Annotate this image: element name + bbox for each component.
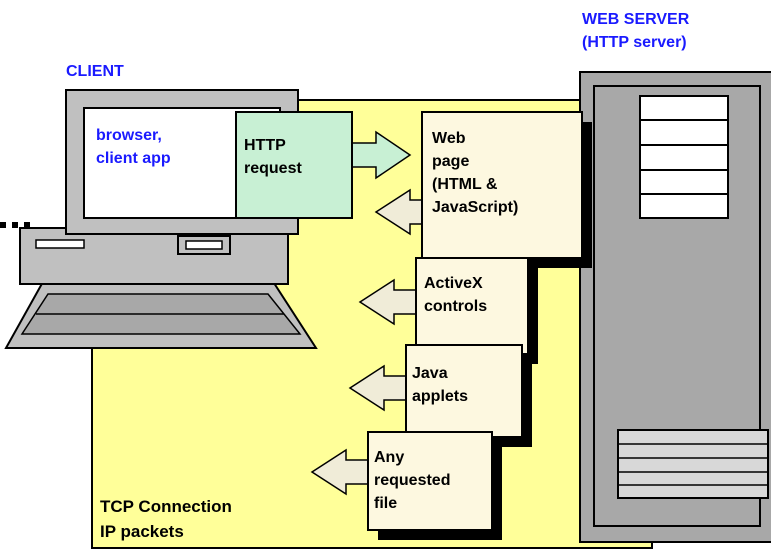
activex-response-arrow — [358, 278, 417, 326]
any-file-response-arrow — [310, 448, 369, 496]
tcp-connection-label: TCP Connection IP packets — [100, 497, 232, 541]
web-server-label: WEB SERVER (HTTP server) — [582, 11, 690, 51]
activex-label: ActiveX controls — [424, 275, 488, 315]
dotted-leader — [0, 222, 30, 228]
http-request-box — [235, 111, 353, 219]
any-file-label: Any requested file — [374, 449, 451, 512]
http-request-arrow — [351, 130, 412, 180]
browser-label: browser, client app — [96, 127, 171, 167]
web-page-label: Web page (HTML & JavaScript) — [432, 130, 519, 216]
java-applets-response-arrow — [348, 364, 407, 412]
web-page-document — [421, 111, 592, 268]
any-file-document — [367, 431, 502, 540]
http-request-label: HTTP request — [244, 137, 302, 177]
server-vent-grille — [617, 429, 769, 499]
server-tower-icon — [579, 71, 771, 543]
server-drive-bays — [639, 95, 729, 219]
java-applets-label: Java applets — [412, 365, 469, 405]
activex-document — [415, 257, 538, 364]
system-unit — [19, 227, 289, 285]
client-label: CLIENT — [66, 63, 124, 80]
